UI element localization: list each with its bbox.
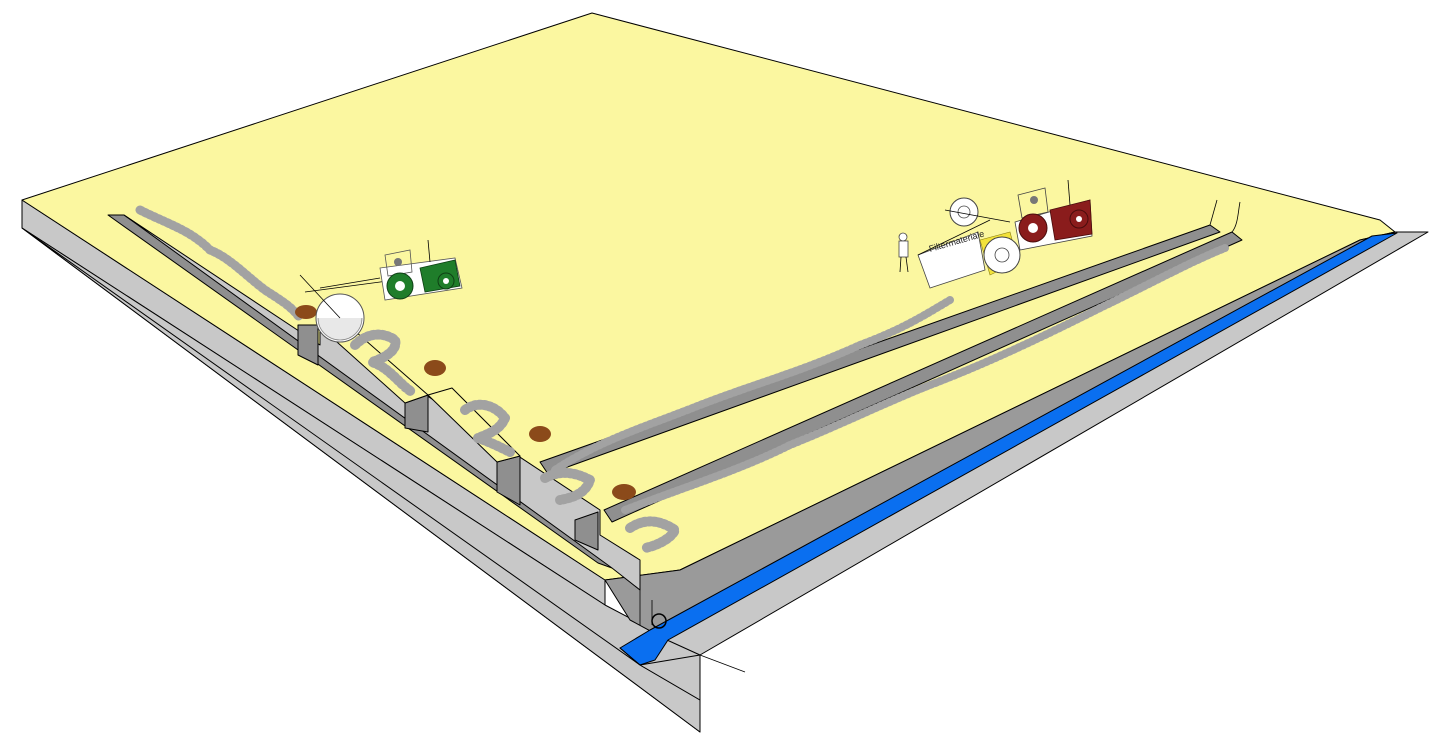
field-slab (21, 12, 1396, 733)
filter-pile-1 (295, 305, 317, 319)
trench-step-1 (297, 324, 319, 366)
spoil-blob-1 (350, 329, 417, 397)
ditch-water (619, 232, 1398, 666)
drain-outlet-icon (639, 590, 667, 629)
filter-pile-3 (529, 426, 551, 442)
lateral-trench-2 (603, 201, 1243, 523)
spoil-blob-3 (540, 468, 595, 505)
ditch-edge-line (699, 654, 746, 673)
spoil-heap-lateral-2 (621, 244, 1229, 514)
filter-material-piles (295, 305, 636, 500)
filter-pile-4 (612, 484, 636, 500)
spoil-heaps (135, 205, 1229, 553)
lateral-trench-1 (539, 199, 1221, 475)
collector-trench-floor (123, 214, 641, 591)
spoil-heap-lateral-1 (551, 296, 954, 474)
spoil-heap-collector (135, 205, 305, 323)
drainage-ditch (604, 231, 1429, 701)
worker-icon (898, 232, 909, 273)
spoil-blob-2 (460, 399, 515, 457)
tractor-trencher-icon (299, 239, 463, 343)
ditch-bottom-slope (619, 647, 701, 701)
spoil-blob-4 (625, 516, 680, 553)
trench-step-4 (574, 511, 599, 551)
drain-laying-machine-icon: Filtermateriale (898, 179, 1093, 289)
filter-pile-2 (424, 360, 446, 376)
